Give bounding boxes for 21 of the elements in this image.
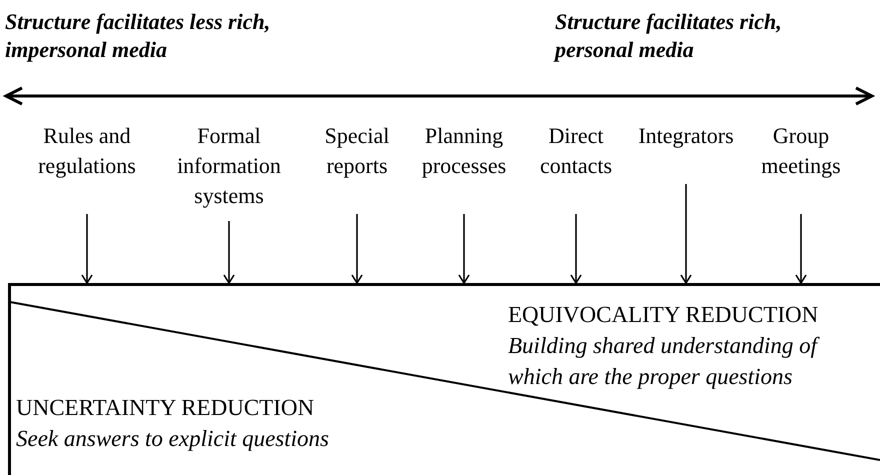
arrow bbox=[680, 184, 692, 284]
media-label: Rules and regulations bbox=[25, 121, 149, 221]
arrow bbox=[795, 214, 807, 284]
arrow bbox=[570, 214, 582, 284]
region-description: Seek answers to explicit questions bbox=[16, 425, 330, 453]
media-label: Planning processes bbox=[412, 121, 516, 221]
arrow bbox=[458, 214, 470, 284]
arrow bbox=[223, 221, 235, 284]
axis-end-label: Structure facilitates rich, personal media bbox=[555, 8, 783, 64]
region-heading: EQUIVOCALITY REDUCTION bbox=[508, 301, 820, 329]
arrow bbox=[81, 214, 93, 284]
region-heading: UNCERTAINTY REDUCTION bbox=[16, 394, 316, 422]
reduction-frame bbox=[8, 283, 880, 475]
media-label: Formal information systems bbox=[167, 121, 291, 221]
media-label: Special reports bbox=[307, 121, 407, 221]
region-description: Building shared understanding of which are the proper questions bbox=[508, 330, 870, 392]
media-label: Integrators bbox=[630, 121, 742, 221]
arrow bbox=[351, 214, 363, 284]
axis-end-label: Structure facilitates less rich, impersonal media bbox=[5, 8, 272, 64]
media-label: Group meetings bbox=[749, 121, 853, 221]
media-label: Direct contacts bbox=[524, 121, 628, 221]
